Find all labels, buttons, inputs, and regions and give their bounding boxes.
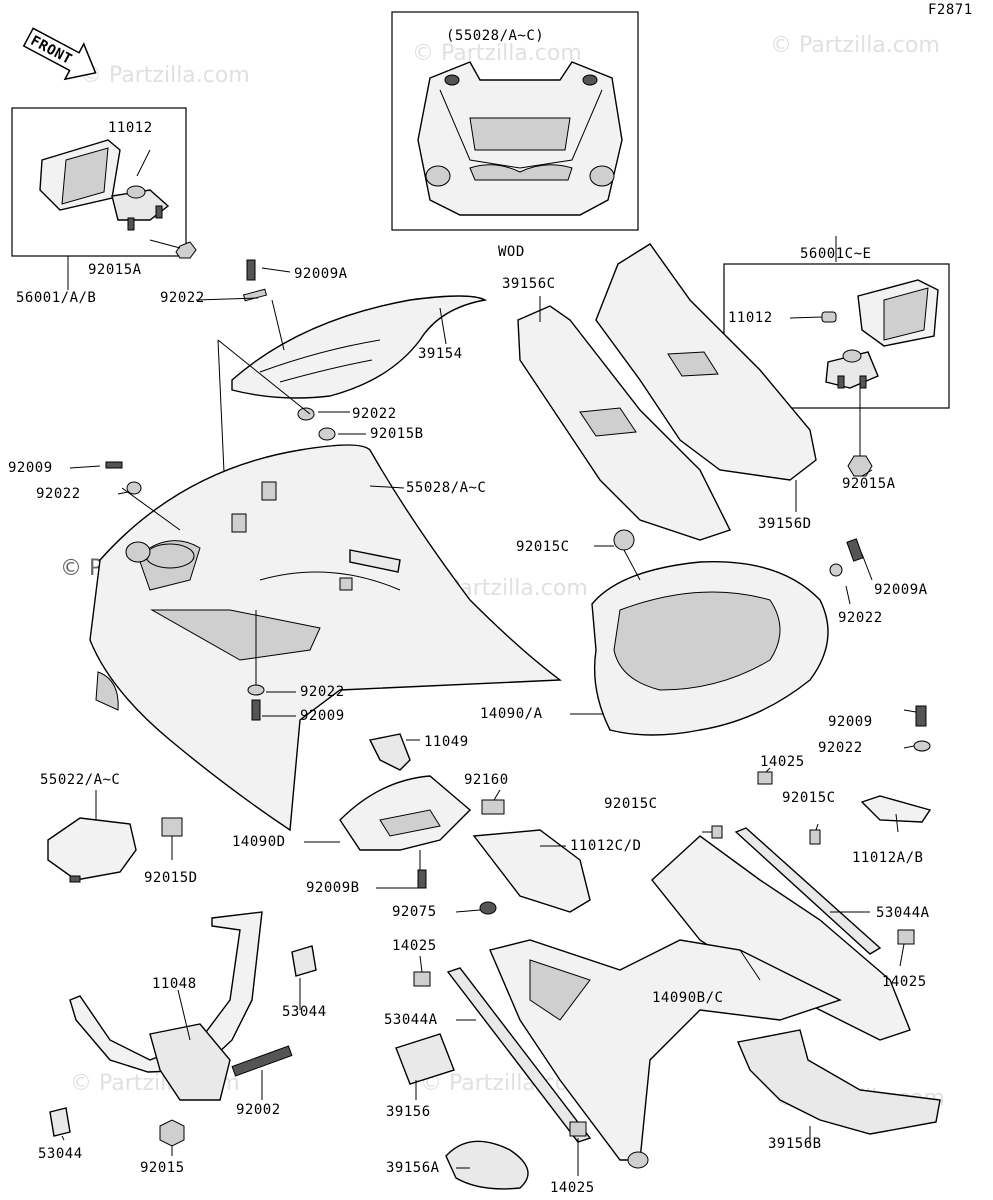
part-label: 39154 (418, 346, 463, 362)
part-label: 92015 (140, 1160, 185, 1176)
part-label: 11048 (152, 976, 197, 992)
part-label: 14025 (882, 974, 927, 990)
watermark: © Partzilla.com (80, 63, 250, 88)
part-label: 92009A (294, 266, 348, 282)
part-label: 11012 (108, 120, 153, 136)
watermark: © Partzilla.com (770, 33, 940, 58)
part-label: 92160 (464, 772, 509, 788)
lower-cowling-14090B (413, 827, 915, 1169)
part-label: 92015A (842, 476, 896, 492)
part-label: 92015C (604, 796, 658, 812)
figure-id: F2871 (928, 2, 973, 18)
part-label: 14025 (392, 938, 437, 954)
part-label: 92015B (370, 426, 424, 442)
part-label: 92075 (392, 904, 437, 920)
part-label: 14090B/C (652, 990, 723, 1006)
bracket-55022 (47, 790, 183, 883)
part-label: 92015A (88, 262, 142, 278)
part-label: 39156 (386, 1104, 431, 1120)
part-label: 11012A/B (852, 850, 923, 866)
left-mirror-inset (11, 107, 197, 259)
windshield-variant-inset: (55028/A~C) (391, 11, 639, 231)
stay-11048 (49, 911, 317, 1147)
part-label: 14090D (232, 834, 286, 850)
part-label: 92022 (36, 486, 81, 502)
part-label: 39156A (386, 1160, 440, 1176)
part-label: 92022 (352, 406, 397, 422)
part-label: (55028/A~C) (446, 28, 544, 44)
watermark: © Partzilla.com (412, 41, 582, 66)
part-label: 55022/A~C (40, 772, 120, 788)
part-label: 92002 (236, 1102, 281, 1118)
inner-panel-39154 (217, 259, 488, 561)
meter-panel-14090 (591, 529, 864, 736)
part-label: 92022 (160, 290, 205, 306)
part-label: 92022 (300, 684, 345, 700)
part-label: 92022 (838, 610, 883, 626)
upper-cowling-55028 (89, 444, 562, 832)
part-label: 92015D (144, 870, 198, 886)
part-label: 92015C (782, 790, 836, 806)
part-label: 14025 (550, 1180, 595, 1196)
part-label: 11049 (424, 734, 469, 750)
part-label: 92009A (874, 582, 928, 598)
bracket-11049 (339, 733, 472, 889)
part-label: 39156B (768, 1136, 822, 1152)
part-labels: 11012 92015A 56001/A/B 92009A 92022 3915… (8, 120, 930, 1196)
part-label: 53044 (282, 1004, 327, 1020)
part-label: 92009 (828, 714, 873, 730)
side-panels-39156 (517, 243, 817, 541)
part-label: 39156C (502, 276, 556, 292)
part-label: 11012C/D (570, 838, 641, 854)
leader-lines (61, 256, 917, 1176)
part-label: 92009 (8, 460, 53, 476)
pads-39156 (395, 1029, 941, 1190)
part-label: 92009 (300, 708, 345, 724)
part-label: 53044A (876, 905, 930, 921)
part-label: 92022 (818, 740, 863, 756)
variant-label: WOD (498, 244, 525, 260)
trim-parts (472, 705, 932, 915)
part-label: 53044A (384, 1012, 438, 1028)
part-label: 92015C (516, 539, 570, 555)
part-label: 39156D (758, 516, 812, 532)
part-label: 92009B (306, 880, 360, 896)
part-label: 56001C~E (800, 246, 871, 262)
part-label: 53044 (38, 1146, 83, 1162)
part-label: 11012 (728, 310, 773, 326)
part-label: 56001/A/B (16, 290, 96, 306)
right-mirror-inset (723, 236, 950, 477)
part-label: 55028/A~C (406, 480, 486, 496)
part-label: 14090/A (480, 706, 543, 722)
part-label: 14025 (760, 754, 805, 770)
